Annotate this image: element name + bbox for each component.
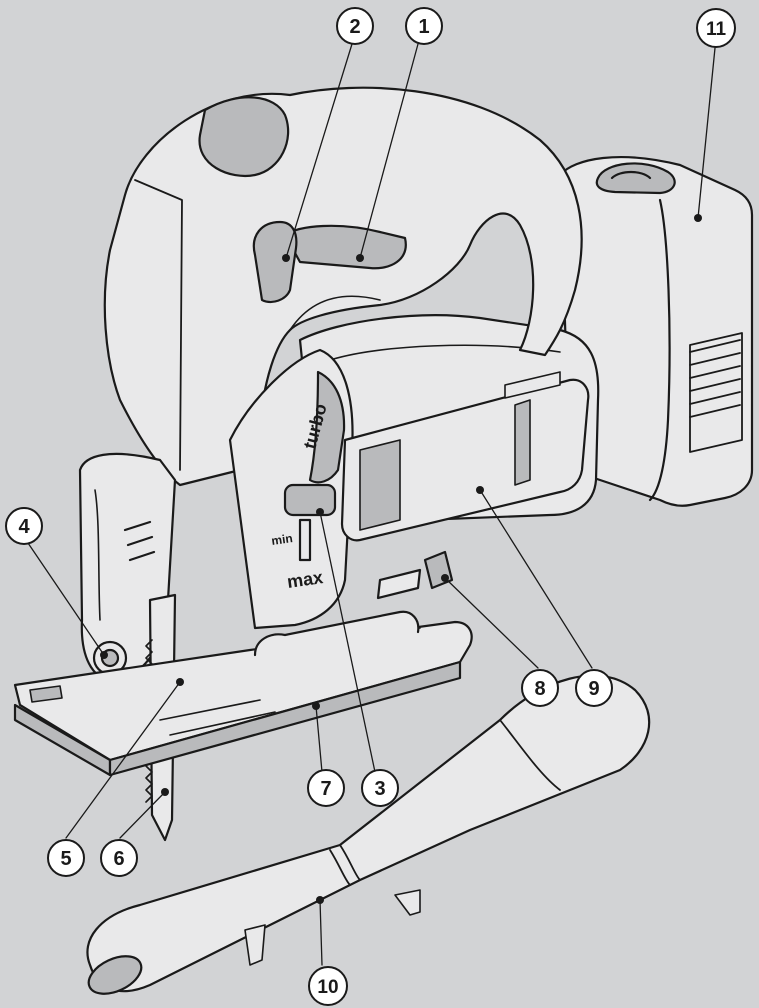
- callouts: 1 2 3 4 5 6 7 8: [5, 7, 736, 1006]
- callout-6: 6: [100, 839, 138, 877]
- speed-min-marking: min: [270, 531, 293, 548]
- callout-1: 1: [405, 7, 443, 45]
- base-plate: [13, 610, 473, 777]
- callout-5: 5: [47, 839, 85, 877]
- battery-pack: [558, 156, 754, 507]
- callout-4: 4: [5, 507, 43, 545]
- side-panel: [340, 371, 590, 542]
- suction-hose: [86, 674, 651, 995]
- svg-text:4: 4: [18, 516, 30, 538]
- handle: [103, 86, 583, 487]
- svg-text:1: 1: [418, 16, 429, 38]
- svg-text:9: 9: [588, 678, 599, 700]
- svg-text:8: 8: [534, 678, 545, 700]
- callout-11: 11: [696, 8, 736, 48]
- callout-2: 2: [336, 7, 374, 45]
- callout-9: 9: [575, 669, 613, 707]
- front-housing: [228, 348, 354, 630]
- leader-lines: [27, 43, 716, 966]
- callout-8: 8: [521, 669, 559, 707]
- pendulum-lever: [376, 550, 454, 600]
- callout-7: 7: [307, 769, 345, 807]
- svg-text:11: 11: [706, 19, 727, 40]
- svg-text:5: 5: [60, 848, 71, 870]
- anchor-dots: [100, 214, 702, 904]
- callout-3: 3: [361, 769, 399, 807]
- speed-max-marking: max: [286, 567, 324, 592]
- svg-text:6: 6: [113, 848, 124, 870]
- svg-text:10: 10: [317, 977, 338, 998]
- callout-10: 10: [308, 966, 348, 1006]
- svg-text:3: 3: [374, 778, 385, 800]
- svg-text:7: 7: [320, 778, 331, 800]
- svg-text:2: 2: [349, 16, 360, 38]
